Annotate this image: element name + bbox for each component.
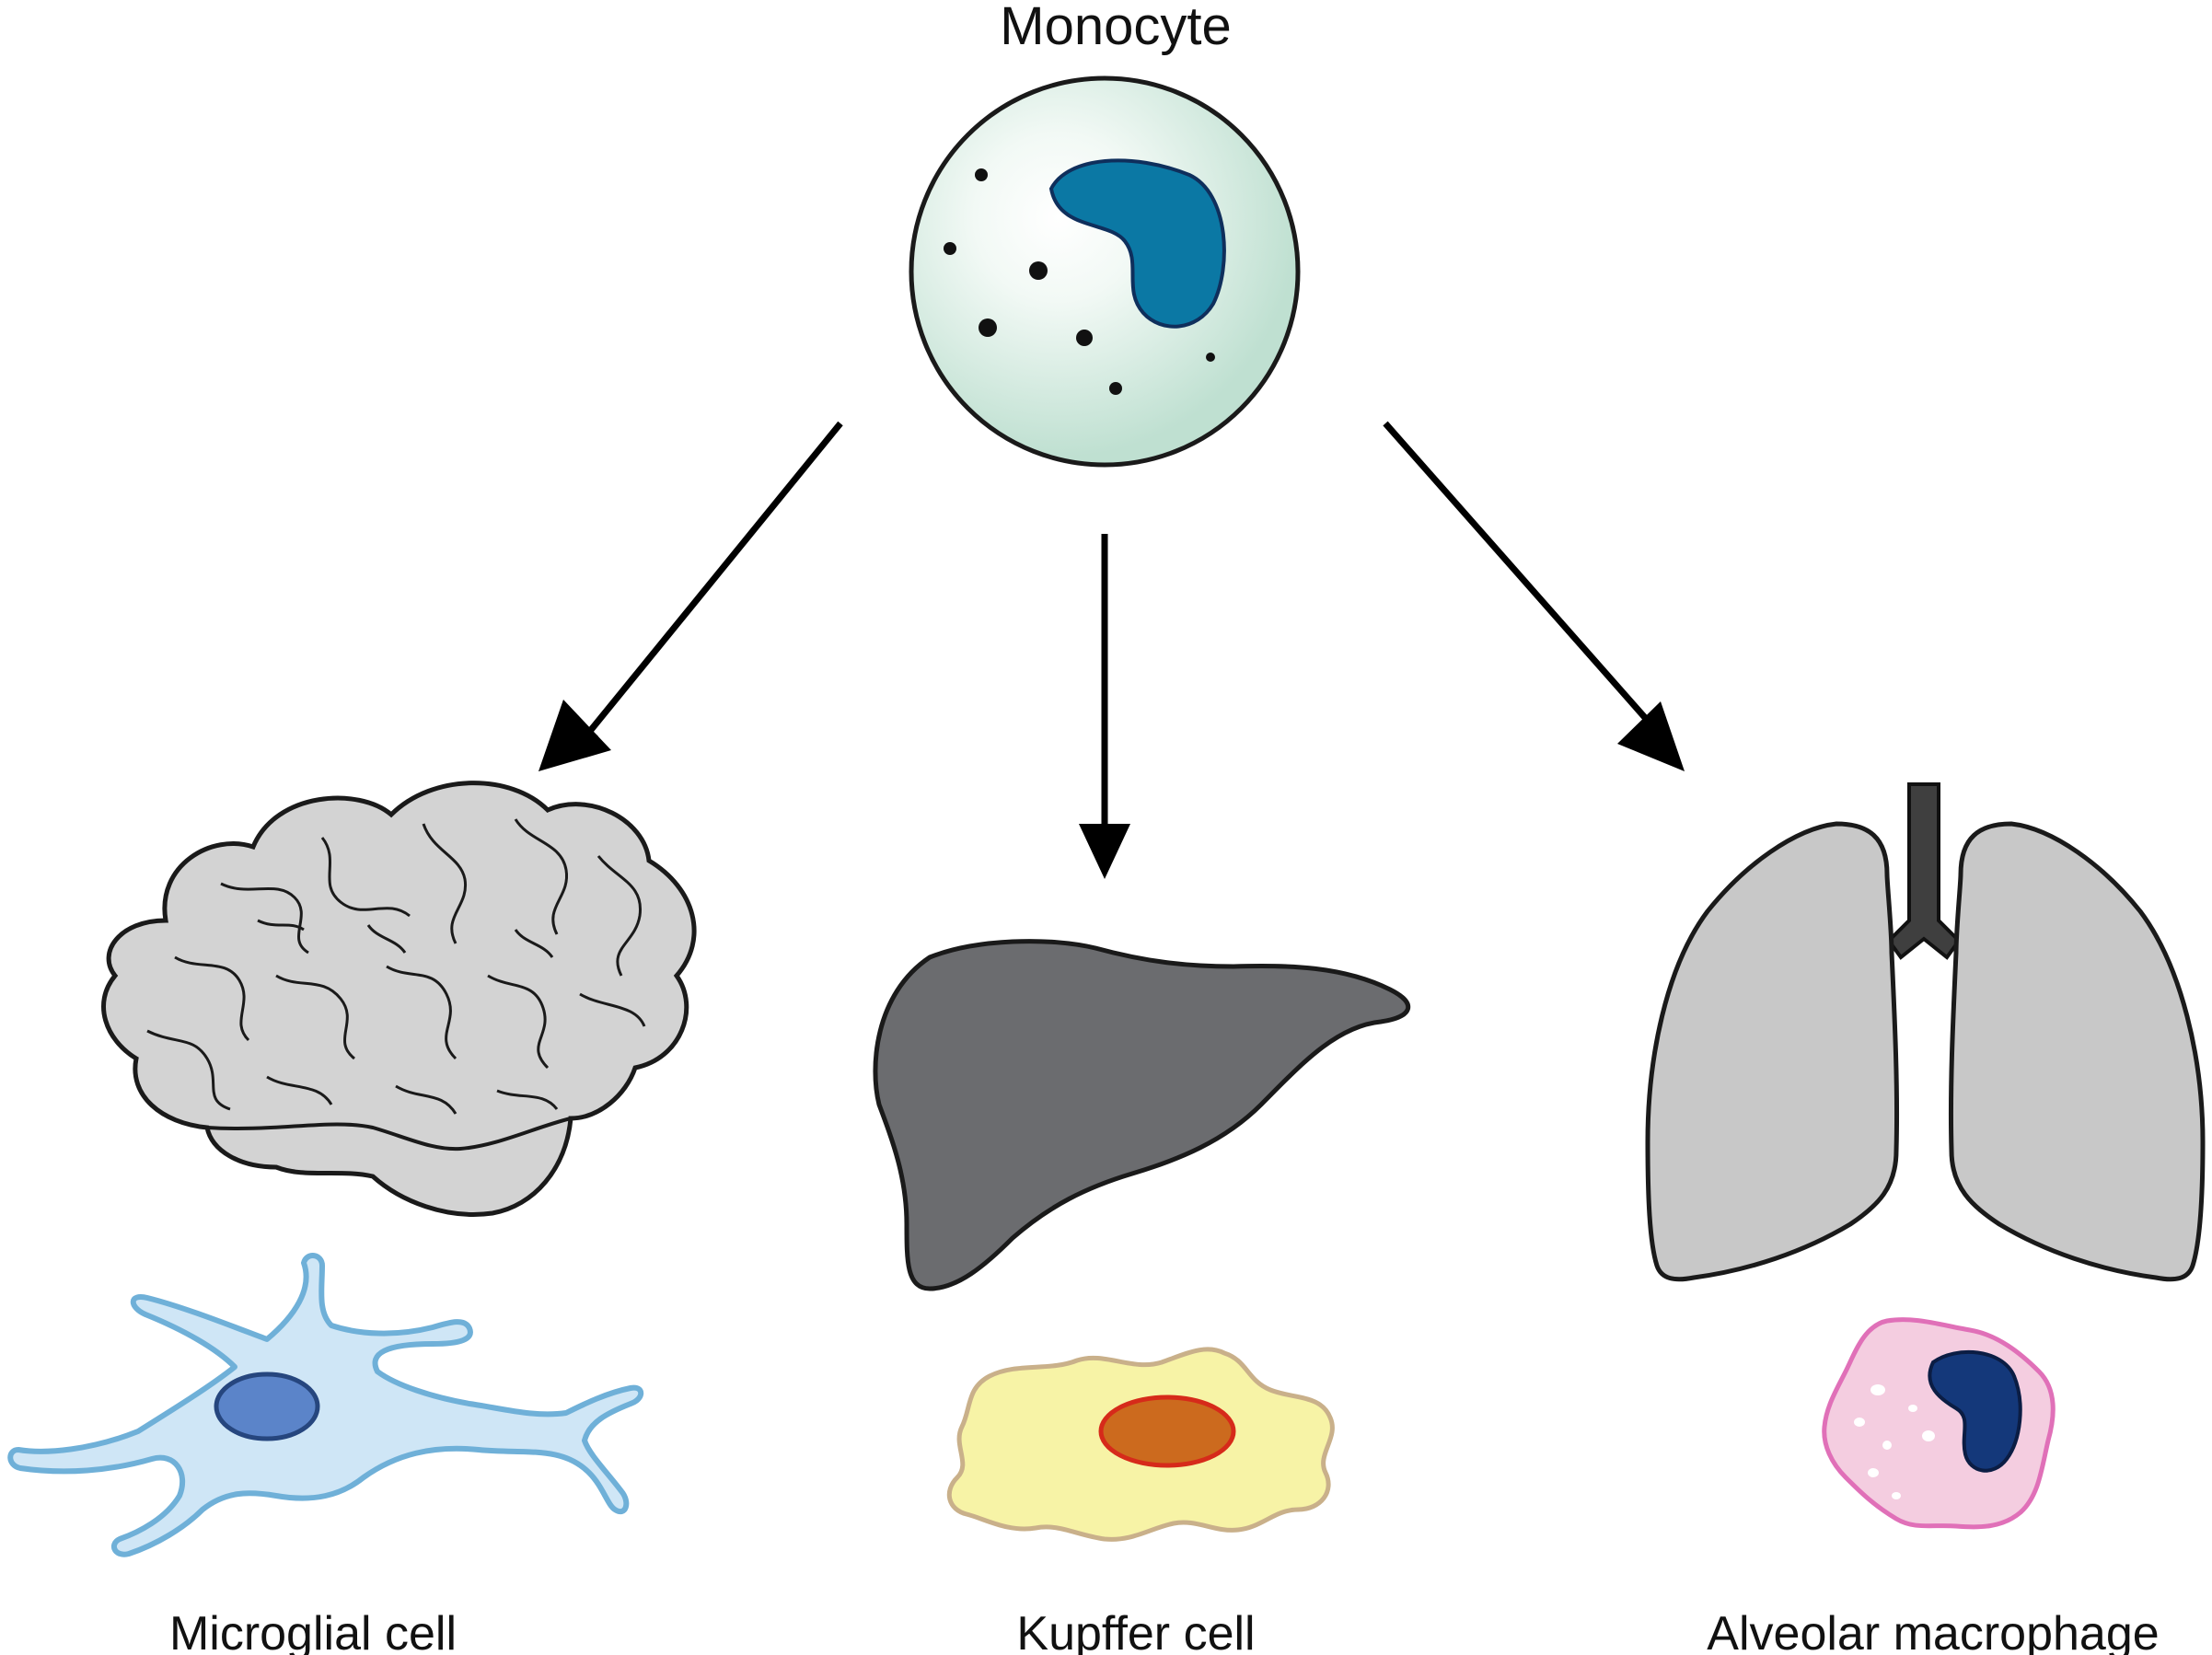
monocyte-label: Monocyte: [1000, 0, 1231, 56]
microglial-cell-icon: [7, 1253, 644, 1557]
monocyte-nucleus: [1048, 158, 1226, 329]
arrow-to-lungs: [1383, 421, 1664, 739]
arrow-to-brain: [568, 421, 843, 758]
microglial-nucleus: [214, 1371, 320, 1441]
label-kupffer-cell: Kupffer cell: [1016, 1607, 1255, 1655]
arrowhead-liver: [1079, 824, 1130, 879]
arrowhead-lungs: [1617, 701, 1685, 771]
trachea-icon: [1886, 782, 1962, 960]
alveolar-macrophage-icon: [1822, 1317, 2056, 1530]
alveolar-nucleus: [1928, 1349, 2022, 1473]
arrowhead-brain: [539, 700, 611, 771]
brain-icon: [101, 781, 697, 1217]
monocyte-cell-icon: [909, 75, 1301, 468]
liver-icon: [873, 939, 1411, 1291]
label-microglial-cell: Microglial cell: [169, 1607, 457, 1655]
label-alveolar-macrophage: Alveolar macrophage: [1707, 1607, 2159, 1655]
kupffer-cell-icon: [946, 1347, 1335, 1542]
lungs-icon: [1645, 782, 2206, 1282]
differentiation-arrows: [539, 421, 1685, 879]
kupffer-nucleus: [1098, 1395, 1236, 1468]
